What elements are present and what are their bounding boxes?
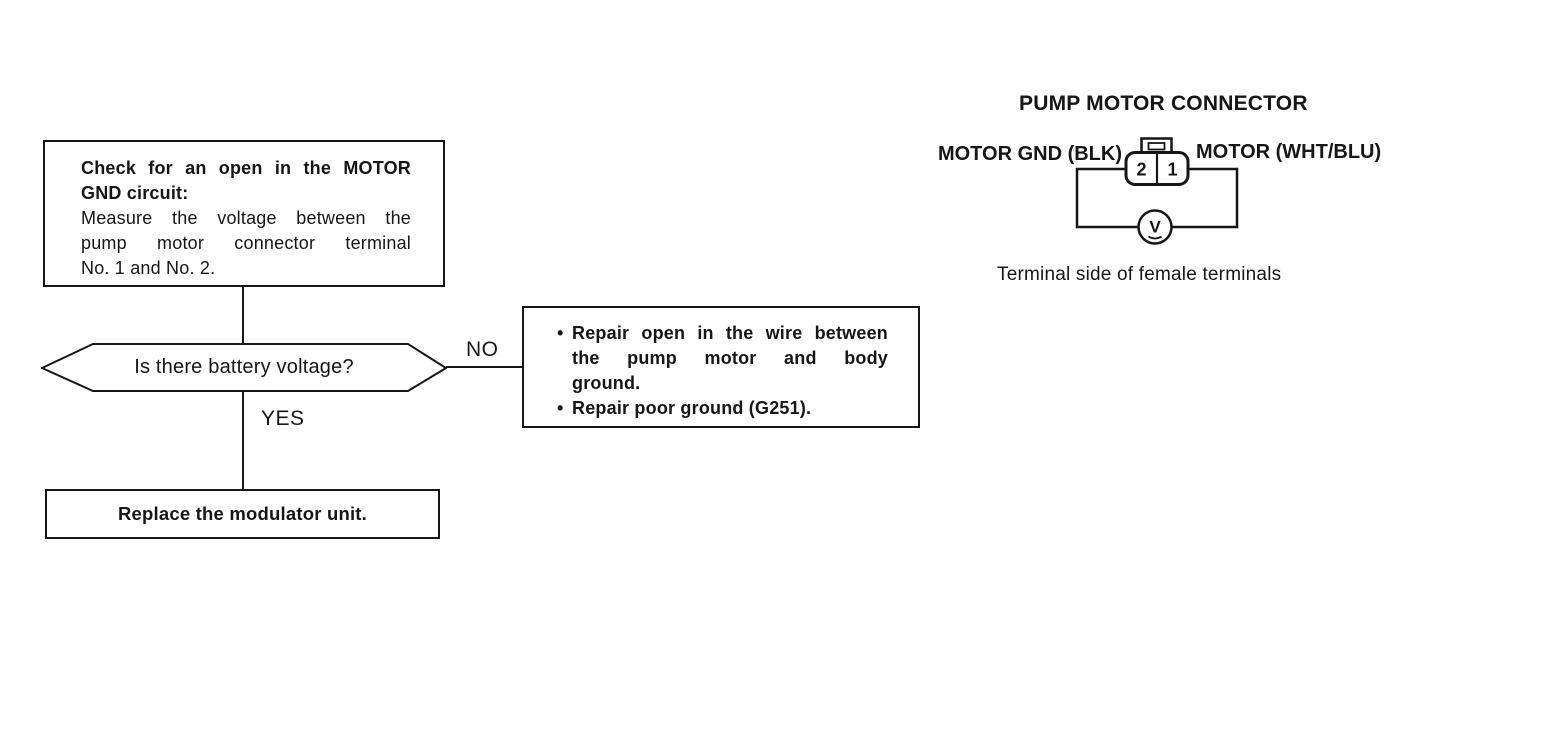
- step-body-line: pump motor connector terminal: [81, 233, 411, 253]
- flow-line-no-branch: [446, 366, 522, 368]
- no-result-line: • Repair open in the wire between: [557, 321, 888, 346]
- voltmeter-underline: [1148, 235, 1162, 240]
- step-body-line: Measure the voltage between the: [81, 208, 411, 228]
- terminal-1-number: 1: [1167, 160, 1177, 180]
- yes-branch-label: YES: [261, 407, 305, 430]
- no-result-line: • Repair poor ground (G251).: [557, 396, 888, 421]
- voltmeter-icon: [1137, 209, 1173, 245]
- no-result-text: Repair poor ground (G251).: [572, 398, 812, 418]
- terminal-side-caption: Terminal side of female terminals: [997, 264, 1282, 285]
- step-title-line: GND circuit:: [81, 183, 189, 203]
- flow-line-step-to-decision: [242, 287, 244, 343]
- step-body-line: No. 1 and No. 2.: [81, 258, 216, 278]
- no-branch-label: NO: [466, 338, 499, 361]
- step-instruction-box: Check for an open in the MOTOR GND circu…: [43, 140, 445, 287]
- flow-line-yes-branch: [242, 392, 244, 490]
- decision-question: Is there battery voltage?: [134, 356, 354, 378]
- no-result-text: Repair open in the wire between: [572, 323, 888, 343]
- no-result-box: • Repair open in the wire between the pum…: [522, 306, 920, 428]
- step-title-line: Check for an open in the MOTOR: [81, 158, 411, 178]
- yes-result-box: Replace the modulator unit.: [45, 489, 440, 539]
- pump-motor-connector-drawing: 2 1 V: [1075, 137, 1239, 245]
- yes-result-text: Replace the modulator unit.: [117, 503, 367, 524]
- connector-diagram-title: PUMP MOTOR CONNECTOR: [1019, 92, 1308, 115]
- connector-latch-slot: [1147, 142, 1166, 151]
- voltmeter-v-symbol: V: [1149, 218, 1161, 237]
- test-lead-left: [1075, 167, 1139, 229]
- no-result-line: the pump motor and body: [572, 348, 888, 368]
- motor-gnd-wire-label: MOTOR GND (BLK): [937, 143, 1122, 165]
- no-result-line: ground.: [572, 373, 641, 393]
- decision-hexagon-outline: [41, 343, 447, 392]
- bullet-icon: •: [557, 398, 564, 418]
- terminal-2-number: 2: [1136, 160, 1146, 180]
- motor-wire-label: MOTOR (WHT/BLU): [1196, 141, 1382, 163]
- bullet-icon: •: [557, 323, 564, 343]
- test-lead-right: [1171, 167, 1239, 229]
- decision-hexagon: [41, 343, 447, 392]
